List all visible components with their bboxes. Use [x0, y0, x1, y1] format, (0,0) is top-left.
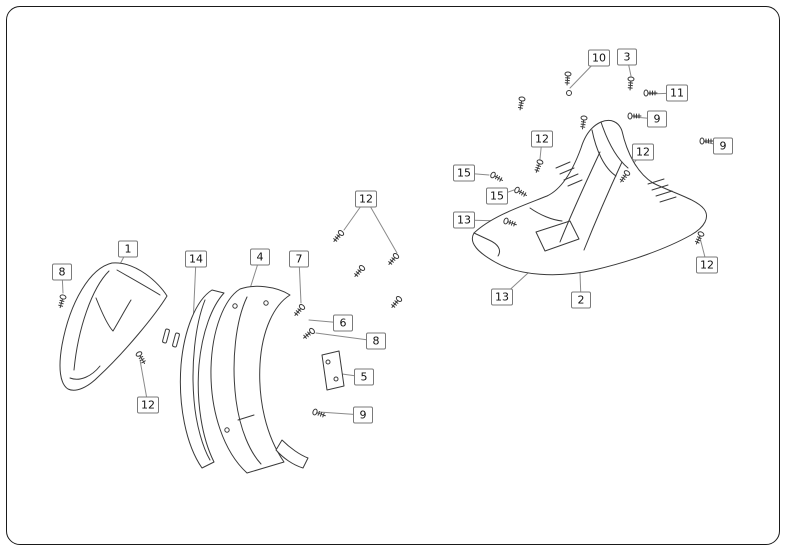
callout-8[interactable]: 8 [366, 332, 386, 350]
screw-icon [699, 137, 714, 145]
screw-icon [564, 71, 572, 86]
callout-12[interactable]: 12 [355, 190, 377, 208]
callout-3[interactable]: 3 [617, 48, 637, 66]
callout-6[interactable]: 6 [333, 314, 353, 332]
screw-icon [490, 171, 504, 182]
callout-1[interactable]: 1 [118, 240, 138, 258]
callout-2[interactable]: 2 [571, 291, 591, 309]
screw-icon [391, 296, 403, 308]
callout-8[interactable]: 8 [52, 263, 72, 281]
screw-icon [627, 76, 635, 91]
inner-panel-drawing [179, 289, 225, 469]
callout-12[interactable]: 12 [696, 256, 718, 274]
screw-icon [333, 230, 345, 242]
callout-15[interactable]: 15 [486, 187, 508, 205]
pin-icon [162, 328, 170, 344]
callout-4[interactable]: 4 [250, 248, 270, 266]
grip-pad-right [647, 178, 677, 203]
callout-11[interactable]: 11 [666, 84, 688, 102]
grip-pad-left [555, 161, 583, 187]
screw-icon [503, 217, 517, 227]
callout-12[interactable]: 12 [137, 396, 159, 414]
screw-icon [312, 408, 326, 418]
screw-icon [58, 294, 67, 309]
callout-14[interactable]: 14 [185, 250, 207, 268]
screw-icon [643, 89, 658, 97]
screw-icon [580, 115, 588, 130]
leg-shield-drawing [210, 285, 309, 474]
callout-10[interactable]: 10 [588, 49, 610, 67]
callout-15[interactable]: 15 [453, 164, 475, 182]
pin-icon [172, 332, 180, 348]
screw-icon [294, 304, 306, 316]
screw-icon [534, 159, 544, 173]
callout-5[interactable]: 5 [354, 368, 374, 386]
screw-icon [354, 265, 366, 277]
screw-icon [303, 327, 315, 339]
callout-12[interactable]: 12 [531, 130, 553, 148]
callout-12[interactable]: 12 [632, 143, 654, 161]
callout-7[interactable]: 7 [289, 250, 309, 268]
screw-icon [514, 186, 528, 197]
callout-13[interactable]: 13 [453, 211, 475, 229]
screw-icon [388, 253, 400, 265]
bracket-plate-drawing [321, 350, 345, 391]
screw-icon [694, 231, 705, 245]
callout-9[interactable]: 9 [647, 110, 667, 128]
footboard-assembly-drawing [472, 119, 707, 276]
screw-icon [517, 96, 526, 111]
screw-icon [135, 351, 146, 365]
screw-icon [619, 170, 631, 183]
screw-icon [627, 112, 642, 120]
callout-9[interactable]: 9 [353, 406, 373, 424]
callout-9[interactable]: 9 [713, 137, 733, 155]
hardware-drawings [58, 71, 714, 418]
callout-13[interactable]: 13 [491, 288, 513, 306]
front-shield-drawing [59, 262, 168, 391]
washer-icon [566, 90, 572, 96]
